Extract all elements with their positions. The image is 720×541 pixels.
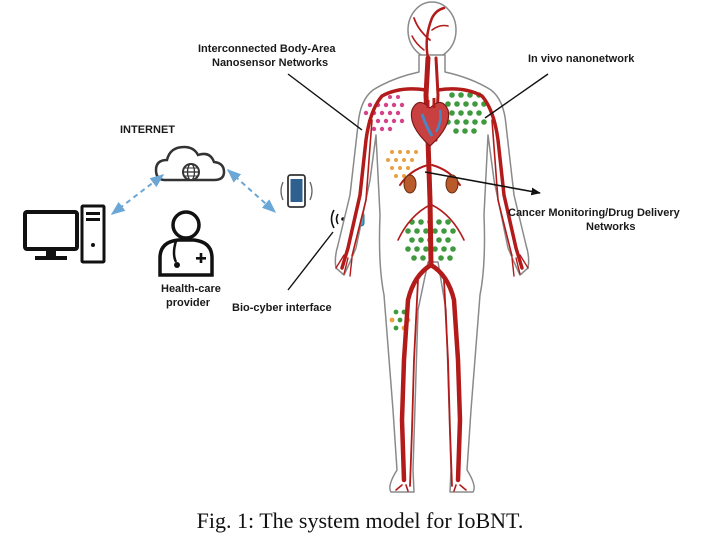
link-cloud-phone [226,169,277,213]
kidney-icon [403,174,459,194]
pointer-in-vivo [484,73,549,119]
heart-icon [410,98,450,147]
smartphone-icon [280,174,313,208]
pointer-bio-cyber [287,231,334,291]
pink-sensor-dots [363,95,405,132]
cancer-label-line2: Networks [586,221,636,233]
bio-cyber-label: Bio-cyber interface [232,302,332,314]
blood-vessels [335,6,529,492]
green-sensor-dots-chest [445,92,487,134]
body-area-label-line2: Nanosensor Networks [212,57,328,69]
orange-sensor-dots [386,150,418,178]
cancer-label-line1: Cancer Monitoring/Drug Delivery [508,207,681,219]
doctor-icon [158,210,214,277]
provider-label-line2: provider [166,297,211,309]
cloud-globe-icon [154,145,226,182]
internet-label: INTERNET [120,124,175,136]
link-computer-cloud [110,174,165,215]
computer-icon [23,204,106,264]
body-area-label-line1: Interconnected Body-Area [198,43,336,55]
human-body [334,1,530,493]
figure-caption: Fig. 1: The system model for IoBNT. [197,508,524,533]
pointer-body-area [287,73,363,131]
in-vivo-label: In vivo nanonetwork [528,53,635,65]
provider-label-line1: Health-care [161,283,221,295]
pointer-cancer [424,171,541,196]
